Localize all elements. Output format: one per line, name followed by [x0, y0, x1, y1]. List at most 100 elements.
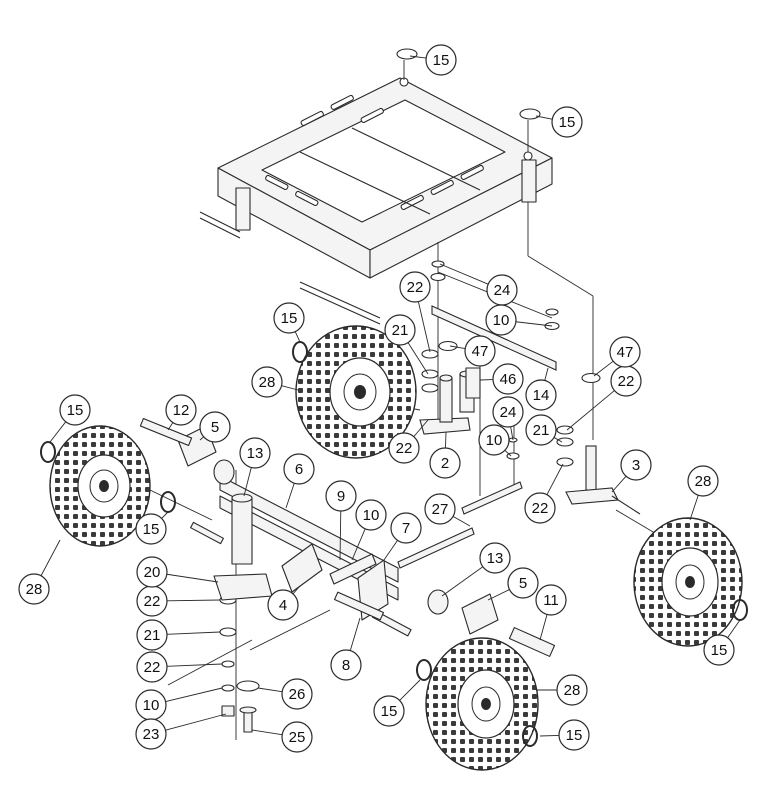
wheel-bottom — [426, 638, 538, 770]
callout-c2: 2 — [430, 448, 460, 478]
callout-label: 47 — [472, 343, 489, 360]
bushing-5-right — [462, 594, 498, 634]
callout-label: 14 — [533, 387, 550, 404]
callout-label: 12 — [173, 402, 190, 419]
leader-c6 — [286, 483, 294, 508]
callout-label: 9 — [337, 488, 345, 505]
callout-c13b: 13 — [480, 543, 510, 573]
callout-label: 22 — [532, 500, 549, 517]
leader-c21c — [167, 632, 220, 634]
callout-label: 6 — [295, 461, 303, 478]
callout-c28c: 28 — [688, 466, 718, 496]
leader-c2 — [445, 432, 446, 448]
callout-label: 21 — [533, 422, 550, 439]
leader-c22d — [547, 464, 563, 495]
callout-label: 26 — [289, 686, 306, 703]
callout-c13a: 13 — [240, 438, 270, 468]
callout-label: 15 — [433, 52, 450, 69]
callout-c9: 9 — [326, 481, 356, 511]
callout-c15c: 15 — [274, 303, 304, 333]
callout-label: 15 — [381, 703, 398, 720]
callout-c23: 23 — [136, 719, 166, 749]
callout-c21a: 21 — [385, 315, 415, 345]
callout-label: 28 — [26, 581, 43, 598]
callout-c26: 26 — [282, 679, 312, 709]
callout-label: 28 — [564, 682, 581, 699]
callout-label: 47 — [617, 344, 634, 361]
callout-c15h: 15 — [704, 635, 734, 665]
leader-c22f — [167, 664, 222, 666]
callout-c46: 46 — [493, 364, 523, 394]
callout-label: 15 — [281, 310, 298, 327]
leader-c15g — [540, 735, 559, 736]
leader-c24a — [440, 264, 488, 284]
leader-c22e — [167, 600, 220, 601]
callout-label: 22 — [144, 659, 161, 676]
callout-c20: 20 — [137, 557, 167, 587]
callout-label: 22 — [407, 279, 424, 296]
callout-label: 24 — [494, 282, 511, 299]
callout-c22c: 22 — [389, 433, 419, 463]
callout-c10c: 10 — [356, 500, 386, 530]
kingpin-tube-13 — [232, 498, 252, 564]
callout-label: 3 — [632, 457, 640, 474]
callout-c22e: 22 — [137, 586, 167, 616]
callout-c22b: 22 — [611, 366, 641, 396]
callout-c14: 14 — [526, 380, 556, 410]
leader-c26 — [258, 688, 282, 692]
callout-c22a: 22 — [400, 272, 430, 302]
callout-c15d: 15 — [60, 395, 90, 425]
leader-c15b — [536, 116, 552, 119]
callout-c47a: 47 — [465, 336, 495, 366]
callout-label: 10 — [143, 697, 160, 714]
callout-c28a: 28 — [252, 367, 282, 397]
leader-c8 — [350, 618, 360, 651]
callout-c15f: 15 — [374, 696, 404, 726]
callout-c3: 3 — [621, 450, 651, 480]
plate-20 — [214, 574, 272, 600]
callout-c6: 6 — [284, 454, 314, 484]
leader-c22a — [418, 302, 430, 352]
callout-label: 10 — [486, 432, 503, 449]
callout-label: 2 — [441, 455, 449, 472]
strap-27 — [462, 482, 522, 514]
callout-c25: 25 — [282, 722, 312, 752]
callout-c8: 8 — [331, 650, 361, 680]
callout-c15e: 15 — [136, 514, 166, 544]
callout-label: 15 — [559, 114, 576, 131]
leader-c10d — [166, 688, 222, 702]
callout-label: 15 — [67, 402, 84, 419]
leader-c28c — [690, 495, 698, 520]
callout-c10b: 10 — [479, 425, 509, 455]
callout-label: 5 — [211, 419, 219, 436]
leader-c47b — [594, 361, 613, 376]
callout-c28d: 28 — [557, 675, 587, 705]
callout-label: 13 — [247, 445, 264, 462]
callout-c12: 12 — [166, 395, 196, 425]
callout-label: 25 — [289, 729, 306, 746]
leader-c15c — [295, 332, 300, 342]
callout-label: 28 — [695, 473, 712, 490]
leader-c23 — [165, 714, 226, 730]
callout-c7: 7 — [391, 513, 421, 543]
callout-label: 15 — [566, 727, 583, 744]
callout-c15a: 15 — [426, 45, 456, 75]
wheel-right — [634, 518, 742, 646]
leader-c15f — [400, 680, 420, 700]
callout-c10d: 10 — [136, 690, 166, 720]
callout-label: 7 — [402, 520, 410, 537]
frame-post — [236, 188, 250, 230]
callout-label: 8 — [342, 657, 350, 674]
callout-c5b: 5 — [508, 568, 538, 598]
leader-c11 — [540, 614, 547, 640]
callout-label: 5 — [519, 575, 527, 592]
spacer-46 — [466, 368, 480, 398]
callout-c15g: 15 — [559, 720, 589, 750]
callout-label: 15 — [711, 642, 728, 659]
leader-c7 — [384, 540, 398, 560]
callout-label: 22 — [618, 373, 635, 390]
callout-label: 13 — [487, 550, 504, 567]
callout-label: 23 — [143, 726, 160, 743]
